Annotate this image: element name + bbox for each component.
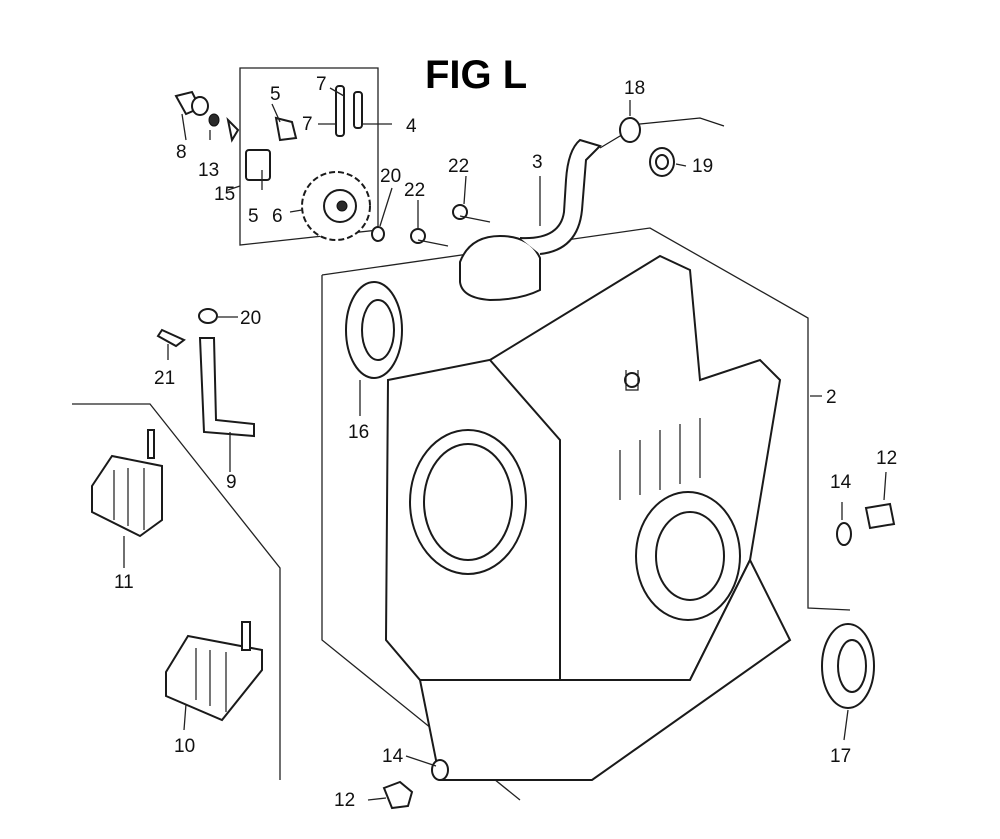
callout-10: 10 [174, 736, 195, 757]
callout-7-bottom: 7 [302, 114, 313, 135]
bolt-22-b [410, 228, 449, 247]
callout-3: 3 [532, 152, 543, 173]
oil-seal-16 [345, 281, 403, 379]
engine-mount-11 [91, 429, 163, 538]
figure-title: FIG L [425, 53, 527, 97]
callout-17: 17 [830, 746, 851, 767]
clip-15 [226, 116, 240, 143]
oil-seal-17 [821, 623, 875, 709]
washer-14-bottom [431, 759, 449, 781]
washer-20-upper [371, 226, 385, 242]
callout-12-right: 12 [876, 448, 897, 469]
callout-6: 6 [272, 206, 283, 227]
callout-12-bottom: 12 [334, 790, 355, 811]
dipstick-tube-9 [198, 337, 255, 438]
bolt-22-a [452, 204, 491, 223]
callout-20-upper: 20 [380, 166, 401, 187]
pin-21 [156, 328, 186, 348]
callout-22-b: 22 [404, 180, 425, 201]
callout-5-bottom: 5 [248, 206, 259, 227]
crankcase-2 [384, 254, 792, 781]
gear-6 [301, 171, 371, 241]
callout-13: 13 [198, 160, 219, 181]
bolt-12-right [864, 502, 896, 530]
callout-9: 9 [226, 472, 237, 493]
callout-22-a: 22 [448, 156, 469, 177]
washer-13 [191, 96, 220, 127]
pins-7 [335, 85, 363, 137]
callout-14-right: 14 [830, 472, 852, 493]
callout-11: 11 [114, 572, 134, 593]
callout-5-top: 5 [270, 84, 281, 105]
callout-4: 4 [406, 116, 417, 137]
callout-20-lower: 20 [240, 308, 261, 329]
washer-20-lower [198, 308, 218, 324]
seal-19 [649, 147, 675, 177]
callout-15: 15 [214, 184, 235, 205]
oil-pump-rotor-5 [245, 116, 298, 181]
callout-21: 21 [154, 368, 175, 389]
callout-2: 2 [826, 387, 837, 408]
engine-mount-10 [165, 621, 263, 722]
callout-16: 16 [348, 422, 369, 443]
callout-19: 19 [692, 156, 713, 177]
breather-tube-3 [459, 138, 602, 302]
callout-7-top: 7 [316, 74, 327, 95]
oil-line-cable-18 [599, 117, 725, 149]
mount-group-outline [72, 403, 281, 780]
callout-18: 18 [624, 78, 645, 99]
bolt-12-bottom [382, 780, 414, 810]
washer-14-right [836, 522, 852, 546]
callout-8: 8 [176, 142, 187, 163]
leader-lines [123, 87, 887, 801]
callout-14-bottom: 14 [382, 746, 404, 767]
